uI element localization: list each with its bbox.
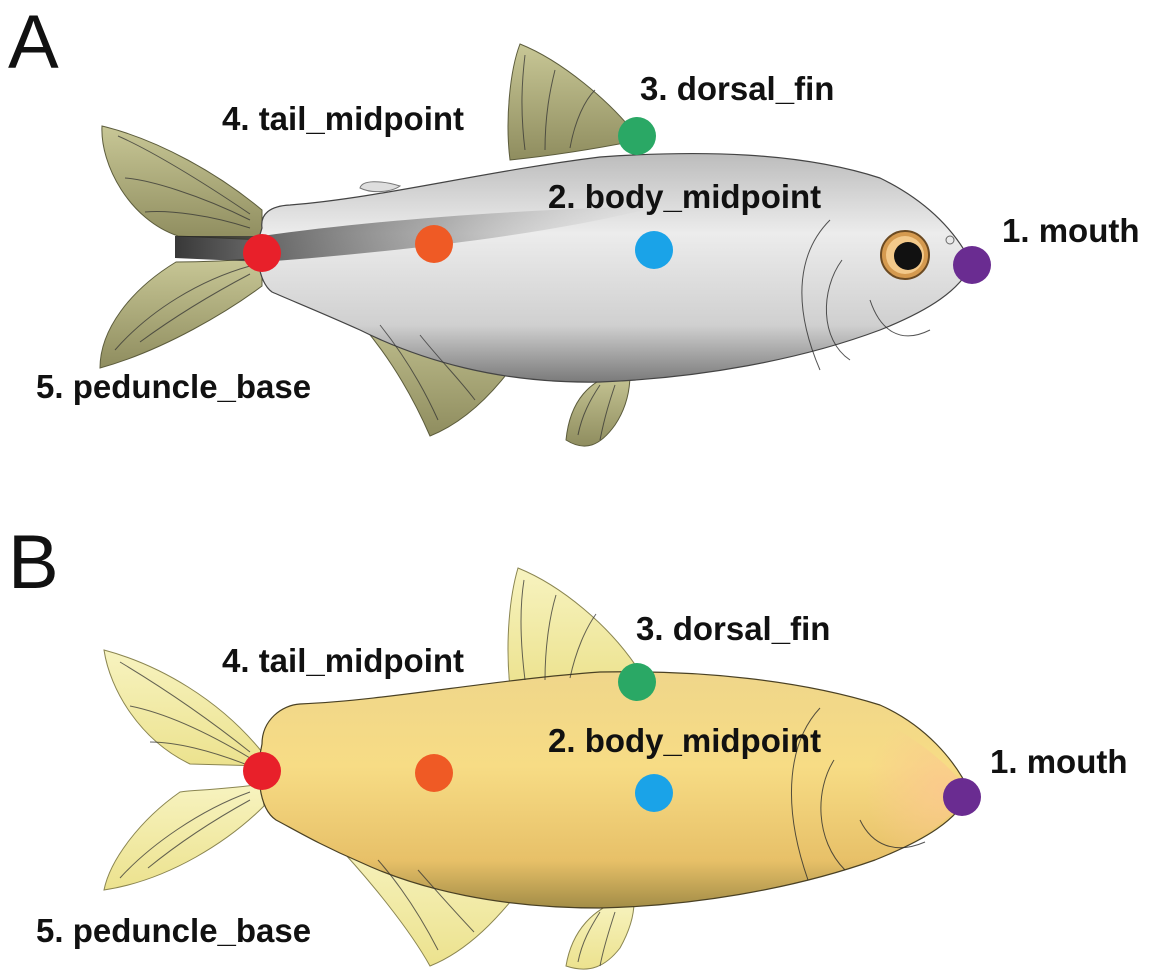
panel-b: B [8, 520, 1128, 969]
panel-letter-b: B [8, 520, 59, 605]
landmark-peduncle-base-b [243, 752, 281, 790]
label-body-midpoint-b: 2. body_midpoint [548, 722, 821, 759]
dorsal-fin-b [508, 568, 640, 688]
head-tint-b [780, 690, 970, 888]
caudal-fin-upper-a [102, 126, 262, 240]
landmark-dorsal-fin-a [618, 117, 656, 155]
landmark-tail-midpoint-b [415, 754, 453, 792]
panel-letter-a: A [8, 0, 59, 85]
panel-a: A [8, 0, 1140, 446]
label-mouth-a: 1. mouth [1002, 212, 1140, 249]
label-peduncle-base-b: 5. peduncle_base [36, 912, 311, 949]
adipose-fin-a [360, 182, 400, 192]
landmark-mouth-a [953, 246, 991, 284]
label-tail-midpoint-b: 4. tail_midpoint [222, 642, 464, 679]
label-dorsal-fin-b: 3. dorsal_fin [636, 610, 830, 647]
landmark-dorsal-fin-b [618, 663, 656, 701]
landmark-tail-midpoint-a [415, 225, 453, 263]
landmark-peduncle-base-a [243, 234, 281, 272]
label-tail-midpoint-a: 4. tail_midpoint [222, 100, 464, 137]
caudal-fin-lower-a [100, 258, 262, 368]
caudal-fin-lower-b [104, 784, 264, 890]
label-peduncle-base-a: 5. peduncle_base [36, 368, 311, 405]
landmark-body-midpoint-b [635, 774, 673, 812]
pelvic-fin-b [566, 900, 634, 969]
label-mouth-b: 1. mouth [990, 743, 1128, 780]
eye-pupil-a [894, 242, 922, 270]
pelvic-fin-a [566, 372, 630, 446]
landmark-body-midpoint-a [635, 231, 673, 269]
label-body-midpoint-a: 2. body_midpoint [548, 178, 821, 215]
fish-illustration-b [104, 568, 970, 969]
label-dorsal-fin-a: 3. dorsal_fin [640, 70, 834, 107]
landmark-mouth-b [943, 778, 981, 816]
